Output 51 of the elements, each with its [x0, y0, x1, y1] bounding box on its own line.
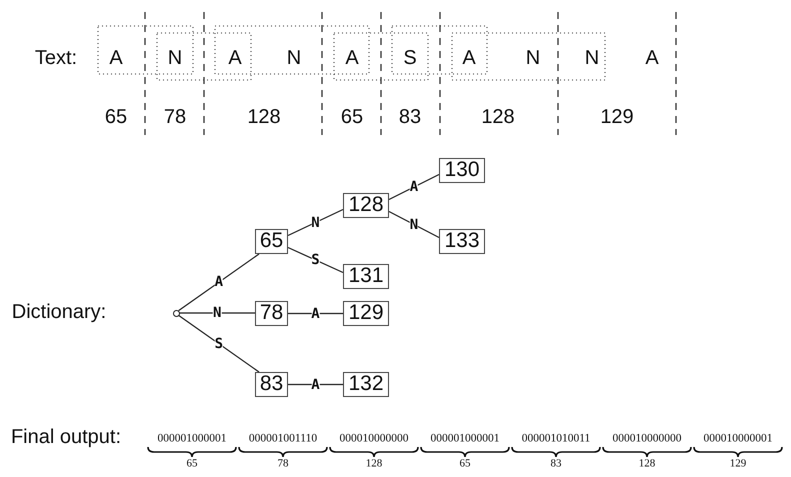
dictionary-entry: 132 [343, 372, 389, 397]
tree-edge [388, 210, 440, 238]
dictionary-label: Dictionary: [12, 302, 106, 322]
dictionary-entry: 128 [343, 193, 389, 218]
character: N [584, 48, 600, 68]
tree-edge [180, 312, 255, 314]
code-value: 78 [164, 107, 186, 127]
brace-value: 128 [638, 458, 656, 470]
brace-value: 83 [550, 458, 562, 470]
root-node [172, 310, 180, 316]
character: S [403, 48, 417, 68]
character: N [168, 48, 182, 68]
character: N [526, 48, 540, 68]
brace-value: 128 [366, 458, 382, 470]
brace-value: 129 [730, 458, 746, 470]
character: A [228, 48, 242, 68]
brace-value: 65 [186, 458, 198, 470]
dictionary-entry: 131 [343, 264, 389, 289]
dictionary-entry: 133 [439, 229, 485, 254]
character: A [109, 48, 123, 68]
tree-edge [178, 314, 260, 372]
code-value: 65 [104, 107, 128, 127]
code-value: 128 [247, 107, 281, 127]
code-value: 129 [600, 107, 634, 127]
dictionary-entry: 83 [255, 372, 288, 397]
bit-string: 000001001110 [248, 433, 318, 445]
tree-edge [178, 254, 260, 312]
code-value: 83 [398, 107, 422, 127]
tree-edge [288, 246, 344, 274]
brace-value: 65 [460, 458, 470, 470]
code-value: 65 [340, 107, 364, 127]
code-value: 128 [481, 107, 515, 127]
character: N [286, 48, 302, 68]
bit-string: 000010000001 [704, 433, 772, 445]
output-label: Final output: [10, 427, 122, 447]
character: A [462, 48, 476, 68]
bit-string: 000001010011 [522, 433, 590, 445]
bit-string: 000010000000 [340, 433, 408, 445]
tree-edge [288, 208, 344, 236]
character: A [645, 48, 659, 68]
dictionary-entry: 129 [343, 301, 389, 326]
tree-edge [388, 174, 440, 200]
bit-string: 000001000001 [430, 433, 500, 445]
text-label: Text: [34, 48, 78, 68]
dictionary-entry: 65 [255, 229, 288, 254]
bit-string: 000010000000 [612, 433, 682, 445]
dictionary-entry: 130 [439, 158, 485, 183]
character: A [345, 48, 359, 68]
brace-value: 78 [278, 458, 288, 470]
dictionary-entry: 78 [255, 301, 288, 326]
bit-string: 000001000001 [158, 433, 226, 445]
